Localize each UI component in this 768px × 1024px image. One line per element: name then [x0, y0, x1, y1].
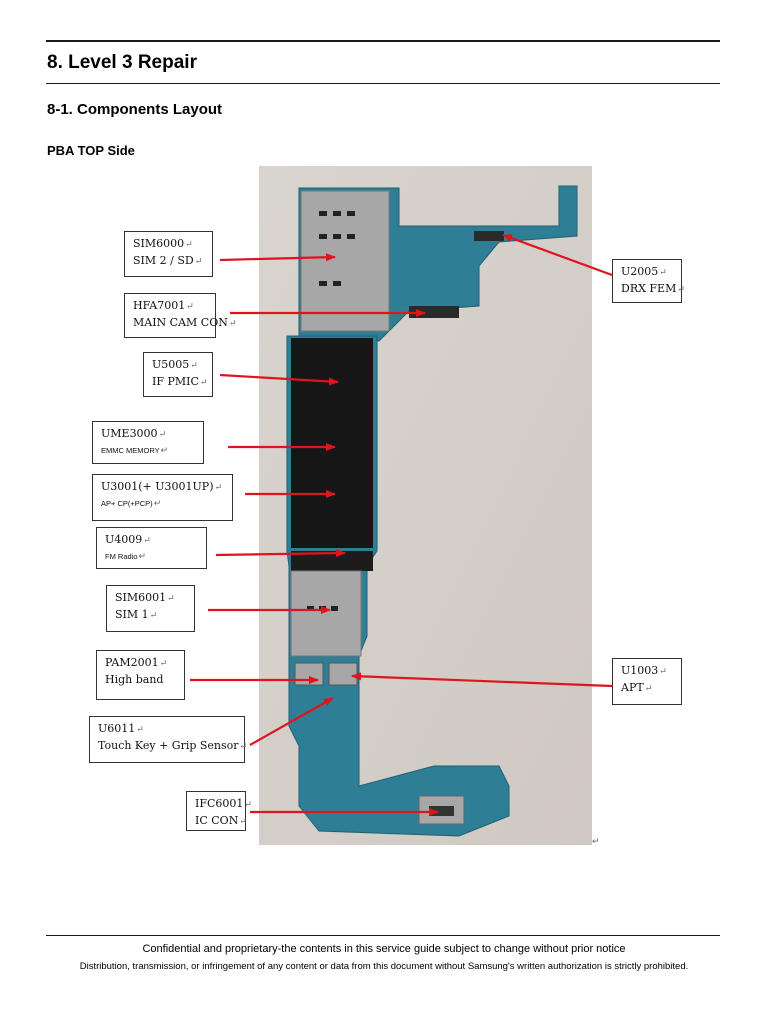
callout-pam2001-ref: PAM2001 — [105, 656, 159, 669]
header-rule — [46, 40, 720, 42]
return-mark: ↵ — [153, 498, 162, 508]
callout-u4009-ref: U4009 — [105, 533, 143, 546]
section-heading: 8-1. Components Layout — [47, 101, 223, 118]
callout-u3001-desc: AP+ CP(+PCP) — [101, 499, 153, 508]
return-mark: ↵ — [644, 684, 653, 694]
return-mark: ↵ — [244, 800, 252, 810]
footer-confidential: Confidential and proprietary-the content… — [142, 943, 626, 955]
return-mark: ↵ — [190, 361, 198, 371]
return-mark: ↵ — [167, 594, 175, 604]
callout-hfa7001-desc: MAIN CAM CON — [133, 316, 228, 329]
callout-ifc6001: IFC6001↵ IC CON↵ — [186, 791, 252, 831]
board-illustration — [259, 166, 592, 845]
return-mark: ↵ — [149, 611, 158, 621]
return-mark: ↵ — [186, 302, 194, 312]
callout-u6011-desc: Touch Key + Grip Sensor — [98, 739, 239, 752]
callout-ume3000-desc: EMMC MEMORY — [101, 446, 160, 455]
subsection-heading: PBA TOP Side — [47, 143, 135, 158]
return-mark: ↵ — [138, 551, 147, 561]
callout-u2005: U2005↵ DRX FEM↵ — [612, 259, 685, 303]
callout-u4009-desc: FM Radio — [105, 552, 138, 561]
footer-distribution: Distribution, transmission, or infringem… — [79, 961, 689, 972]
return-mark: ↵ — [158, 430, 167, 440]
board-photo — [259, 166, 592, 845]
callout-hfa7001-ref: HFA7001 — [133, 299, 186, 312]
callout-sim6001: SIM6001↵ SIM 1↵ — [106, 585, 195, 632]
return-mark: ↵ — [228, 319, 237, 329]
callout-pam2001: PAM2001↵ High band — [96, 650, 185, 700]
callout-u3001-ref: U3001(+ U3001UP) — [101, 480, 214, 493]
return-mark: ↵ — [136, 725, 144, 735]
callout-ifc6001-desc: IC CON — [195, 814, 239, 827]
paragraph-return-mark: ↵ — [592, 836, 600, 846]
callout-u2005-ref: U2005 — [621, 265, 659, 278]
callout-u5005-desc: IF PMIC — [152, 375, 199, 388]
return-mark: ↵ — [659, 268, 667, 278]
return-mark: ↵ — [214, 483, 223, 493]
return-mark: ↵ — [159, 659, 168, 669]
callout-ume3000-ref: UME3000 — [101, 427, 158, 440]
callout-u1003-desc: APT — [621, 681, 644, 694]
callout-sim6001-ref: SIM6001 — [115, 591, 167, 604]
return-mark: ↵ — [143, 536, 151, 546]
return-mark: ↵ — [160, 445, 169, 455]
callout-u6011: U6011↵ Touch Key + Grip Sensor↵ — [89, 716, 248, 763]
return-mark: ↵ — [199, 378, 208, 388]
callout-pam2001-desc: High band — [105, 673, 164, 686]
title-rule — [46, 83, 720, 84]
return-mark: ↵ — [194, 257, 203, 267]
page-title: 8. Level 3 Repair — [47, 52, 197, 73]
callout-u3001: U3001(+ U3001UP)↵ AP+ CP(+PCP)↵ — [92, 474, 233, 521]
footer-rule — [46, 935, 720, 936]
return-mark: ↵ — [239, 817, 247, 827]
callout-sim6000-ref: SIM6000 — [133, 237, 185, 250]
return-mark: ↵ — [677, 285, 685, 295]
callout-sim6001-desc: SIM 1 — [115, 608, 149, 621]
return-mark: ↵ — [659, 667, 667, 677]
callout-u6011-ref: U6011 — [98, 722, 136, 735]
callout-u5005: U5005↵ IF PMIC↵ — [143, 352, 213, 397]
return-mark: ↵ — [185, 240, 193, 250]
callout-u4009: U4009↵ FM Radio↵ — [96, 527, 207, 569]
callout-u1003-ref: U1003 — [621, 664, 659, 677]
callout-u5005-ref: U5005 — [152, 358, 190, 371]
callout-ume3000: UME3000↵ EMMC MEMORY↵ — [92, 421, 204, 464]
callout-ifc6001-ref: IFC6001 — [195, 797, 244, 810]
callout-u1003: U1003↵ APT↵ — [612, 658, 682, 705]
callout-sim6000-desc: SIM 2 / SD — [133, 254, 194, 267]
callout-u2005-desc: DRX FEM — [621, 282, 677, 295]
callout-hfa7001: HFA7001↵ MAIN CAM CON↵ — [124, 293, 236, 338]
return-mark: ↵ — [239, 742, 248, 752]
callout-sim6000: SIM6000↵ SIM 2 / SD↵ — [124, 231, 213, 277]
